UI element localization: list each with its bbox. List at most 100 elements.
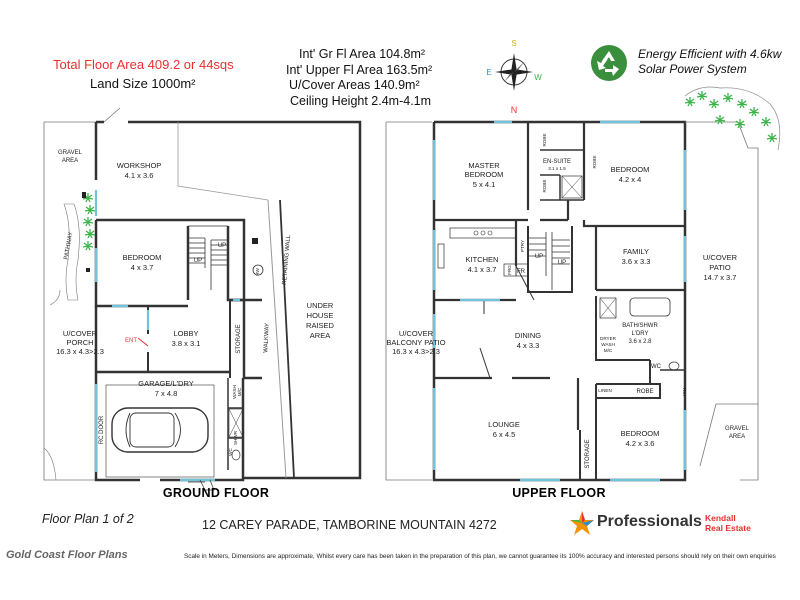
compass-w: W — [534, 73, 542, 82]
kitchen-dim: 4.1 x 3.7 — [468, 265, 497, 274]
lounge-dim: 6 x 4.5 — [493, 430, 516, 439]
energy-line-2: Solar Power System — [638, 62, 747, 76]
family-dim: 3.6 x 3.3 — [622, 257, 651, 266]
balcony-dim: 16.3 x 4.3>2.3 — [392, 347, 440, 356]
gravel-area-label-2: AREA — [62, 158, 78, 164]
bath-dim: 3.6 x 2.8 — [628, 339, 652, 345]
lobby-dim: 3.8 x 3.1 — [172, 339, 201, 348]
upper-bedroom1-dim: 4.2 x 4 — [619, 175, 642, 184]
master-label-2: BEDROOM — [465, 170, 504, 179]
master-label-1: MASTER — [468, 161, 500, 170]
robe1-label: ROBE — [542, 133, 547, 146]
gcfp-logo: Gold Coast Floor Plans — [6, 549, 128, 561]
gravel-area-label: GRAVEL — [58, 150, 83, 156]
ground-garden-plants — [82, 192, 96, 251]
lobby-label: LOBBY — [173, 329, 198, 338]
brand-name: Professionals — [597, 513, 702, 530]
ground-wc-label: WC — [228, 447, 233, 455]
brand-logo: Professionals Kendall Real Estate — [569, 508, 759, 544]
frg-label: FRG — [507, 265, 512, 275]
compass-e: E — [486, 68, 491, 77]
family-label: FAMILY — [623, 247, 649, 256]
upper-hw-label: HW — [682, 388, 687, 396]
upper-gravel-label-2: AREA — [729, 434, 745, 440]
ground-hw-label: HW — [255, 268, 260, 276]
ground-floor-title: GROUND FLOOR — [163, 486, 269, 500]
upper-bedroom2-label: BEDROOM — [621, 429, 660, 438]
bath-label-2: L'DRY — [631, 331, 648, 337]
ground-floor-plan: GRAVEL AREA WORKSHOP 4.1 x 3.6 PATHWAY B… — [43, 107, 362, 491]
area-stats: Int' Gr Fl Area 104.8m² Int' Upper Fl Ar… — [286, 47, 432, 109]
pathway-label: PATHWAY — [64, 231, 75, 260]
compass-n: N — [511, 105, 518, 115]
compass-icon: S N E W — [486, 39, 542, 115]
ground-bedroom-dim: 4 x 3.7 — [131, 263, 154, 272]
under-house-label-1: UNDER — [307, 301, 334, 310]
stat-ucover-area: U/Cover Areas 140.9m² — [289, 78, 420, 92]
ground-shwr-label: SHWR — [233, 430, 238, 445]
lounge-label: LOUNGE — [488, 420, 520, 429]
dining-label: DINING — [515, 331, 541, 340]
dryer-label-1: DRYER — [600, 336, 617, 341]
bath-label-1: BATH/SHWR — [622, 323, 658, 329]
porch-label-1: U/COVER — [63, 329, 98, 338]
workshop-label: WORKSHOP — [117, 161, 162, 170]
upper-gravel-label-1: GRAVEL — [725, 426, 750, 432]
robe2-label: ROBE — [542, 179, 547, 192]
walkway-label: WALKWAY — [263, 323, 271, 353]
robe4-label: ROBE — [636, 389, 653, 395]
stat-ceiling-height: Ceiling Height 2.4m-4.1m — [290, 93, 432, 108]
retaining-wall-label: RETAINING WALL — [282, 234, 292, 285]
compass-s: S — [511, 39, 516, 48]
garage-dim: 7 x 4.8 — [155, 389, 178, 398]
energy-note: Energy Efficient with 4.6kw Solar Power … — [638, 47, 781, 77]
upper-bedroom2-dim: 4.2 x 3.6 — [626, 439, 655, 448]
stat-upper-area: Int' Upper Fl Area 163.5m² — [286, 62, 433, 77]
workshop-dim: 4.1 x 3.6 — [125, 171, 154, 180]
total-floor-area: Total Floor Area 409.2 or 44sqs — [53, 57, 234, 72]
upper-floor-plan: MASTER BEDROOM 5 x 4.1 ROBE EN-SUITE 3.1… — [385, 86, 781, 482]
ground-wash-label: WASH — [232, 385, 237, 399]
brand-sub-1: Kendall — [705, 513, 736, 523]
balcony-label-2: BALCONY PATIO — [386, 338, 445, 347]
ground-wash-label-2: M/C — [237, 387, 242, 396]
under-house-label-3: RAISED — [306, 321, 335, 330]
brand-sub-2: Real Estate — [705, 523, 751, 533]
upper-up-label-2: UP — [558, 260, 566, 266]
upper-bedroom1-label: BEDROOM — [611, 165, 650, 174]
dryer-label-3: M/C — [604, 348, 613, 353]
ground-bedroom-label: BEDROOM — [123, 253, 162, 262]
garage-label: GARAGE/L'DRY — [138, 379, 193, 388]
upper-patio-label-1: U/COVER — [703, 253, 738, 262]
star-logo-icon — [570, 511, 594, 535]
under-house-label-4: AREA — [310, 331, 330, 340]
address: 12 CAREY PARADE, TAMBORINE MOUNTAIN 4272 — [202, 518, 497, 532]
dryer-label-2: WASH — [601, 342, 615, 347]
upper-wc-label: WC — [651, 364, 662, 370]
disclaimer: Scale in Meters, Dimensions are approxim… — [184, 553, 776, 560]
balcony-label-1: U/COVER — [399, 329, 434, 338]
upper-patio-label-2: PATIO — [709, 263, 731, 272]
rc-door-label: RC DOOR — [99, 415, 105, 444]
stat-ground-area: Int' Gr Fl Area 104.8m² — [299, 47, 426, 61]
dining-dim: 4 x 3.3 — [517, 341, 540, 350]
upper-storage-label: STORAGE — [585, 439, 591, 468]
upper-floor-title: UPPER FLOOR — [512, 486, 606, 500]
land-size: Land Size 1000m² — [90, 76, 196, 91]
entry-label: ENT — [125, 338, 137, 344]
ground-up-label-2: UP — [218, 243, 226, 249]
ground-storage-label: STORAGE — [236, 324, 242, 353]
ensuite-dim: 3.1 x 1.5 — [548, 166, 566, 171]
upper-patio-dim: 14.7 x 3.7 — [704, 273, 737, 282]
recycle-icon — [591, 45, 627, 81]
plan-label: Floor Plan 1 of 2 — [42, 512, 134, 526]
linen-label: LINEN — [598, 388, 612, 393]
energy-line-1: Energy Efficient with 4.6kw — [638, 47, 782, 61]
under-house-label-2: HOUSE — [307, 311, 334, 320]
car-icon — [111, 407, 209, 453]
kitchen-label: KITCHEN — [466, 255, 499, 264]
robe3-label: ROBE — [592, 155, 597, 168]
ensuite-label: EN-SUITE — [543, 159, 571, 165]
upper-up-label-1: UP — [535, 254, 543, 260]
